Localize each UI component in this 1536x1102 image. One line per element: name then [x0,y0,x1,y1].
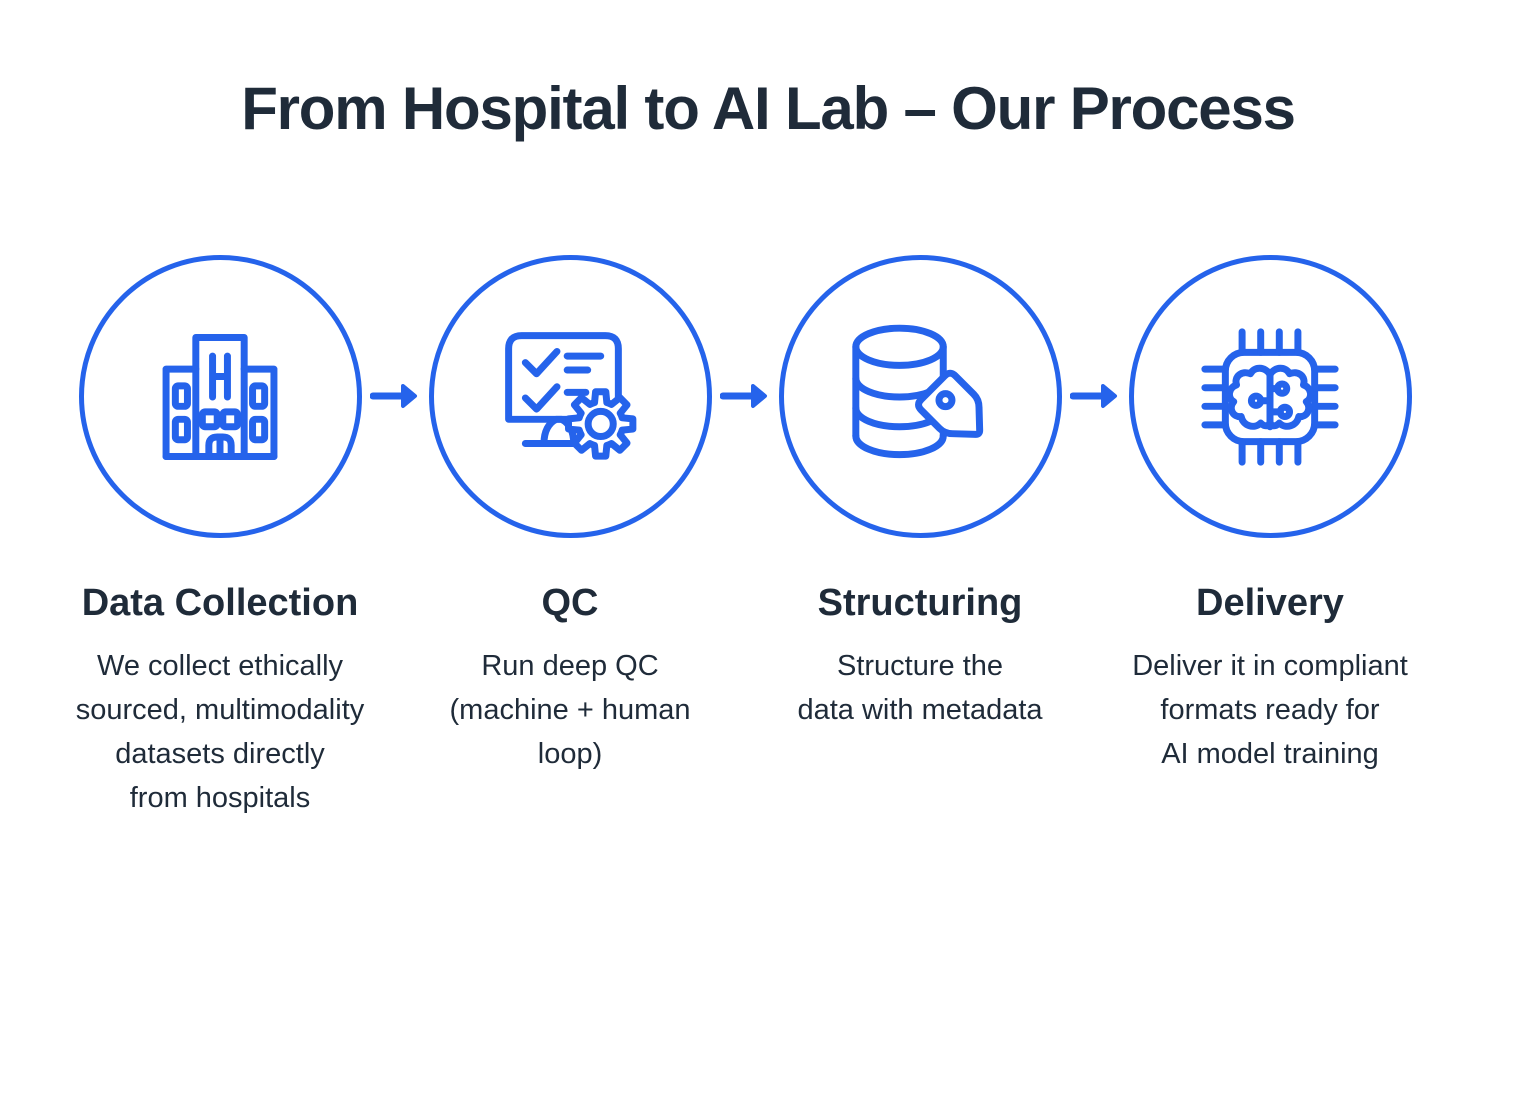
step-title: Data Collection [81,582,359,624]
page-title: From Hospital to AI Lab – Our Process [241,75,1296,142]
step-data-collection: Data Collection We collect ethically sou… [70,255,370,820]
step-title: QC [541,582,599,624]
step-description: Deliver it in compliant formats ready fo… [1132,650,1408,770]
step-circle [428,255,712,538]
step-structuring: Structuring Structure the data with meta… [770,255,1070,732]
chip-brain-icon [1201,327,1339,466]
step-circle [778,255,1062,538]
arrow-right-icon [370,384,417,408]
arrow-right-icon [1070,384,1117,408]
step-description: Run deep QC (machine + human loop) [449,650,691,770]
step-delivery: Delivery Deliver it in compliant formats… [1120,255,1420,776]
step-circle [1128,255,1412,538]
process-flow: Data Collection We collect ethically sou… [70,255,1536,820]
step-qc: QC Run deep QC (machine + human loop) [420,255,720,776]
process-infographic: From Hospital to AI Lab – Our Process [0,78,1536,1102]
qc-checklist-gear-icon [505,331,637,460]
step-description: Structure the data with metadata [797,650,1043,726]
step-description: We collect ethically sourced, multimodal… [75,650,365,814]
database-tag-icon [852,324,984,458]
hospital-icon [162,333,278,460]
flow-connector [720,255,770,415]
step-title: Delivery [1196,582,1344,624]
flow-connector [370,255,420,415]
arrow-right-icon [720,384,767,408]
step-title: Structuring [817,582,1023,624]
step-circle [78,255,362,538]
flow-connector [1070,255,1120,415]
